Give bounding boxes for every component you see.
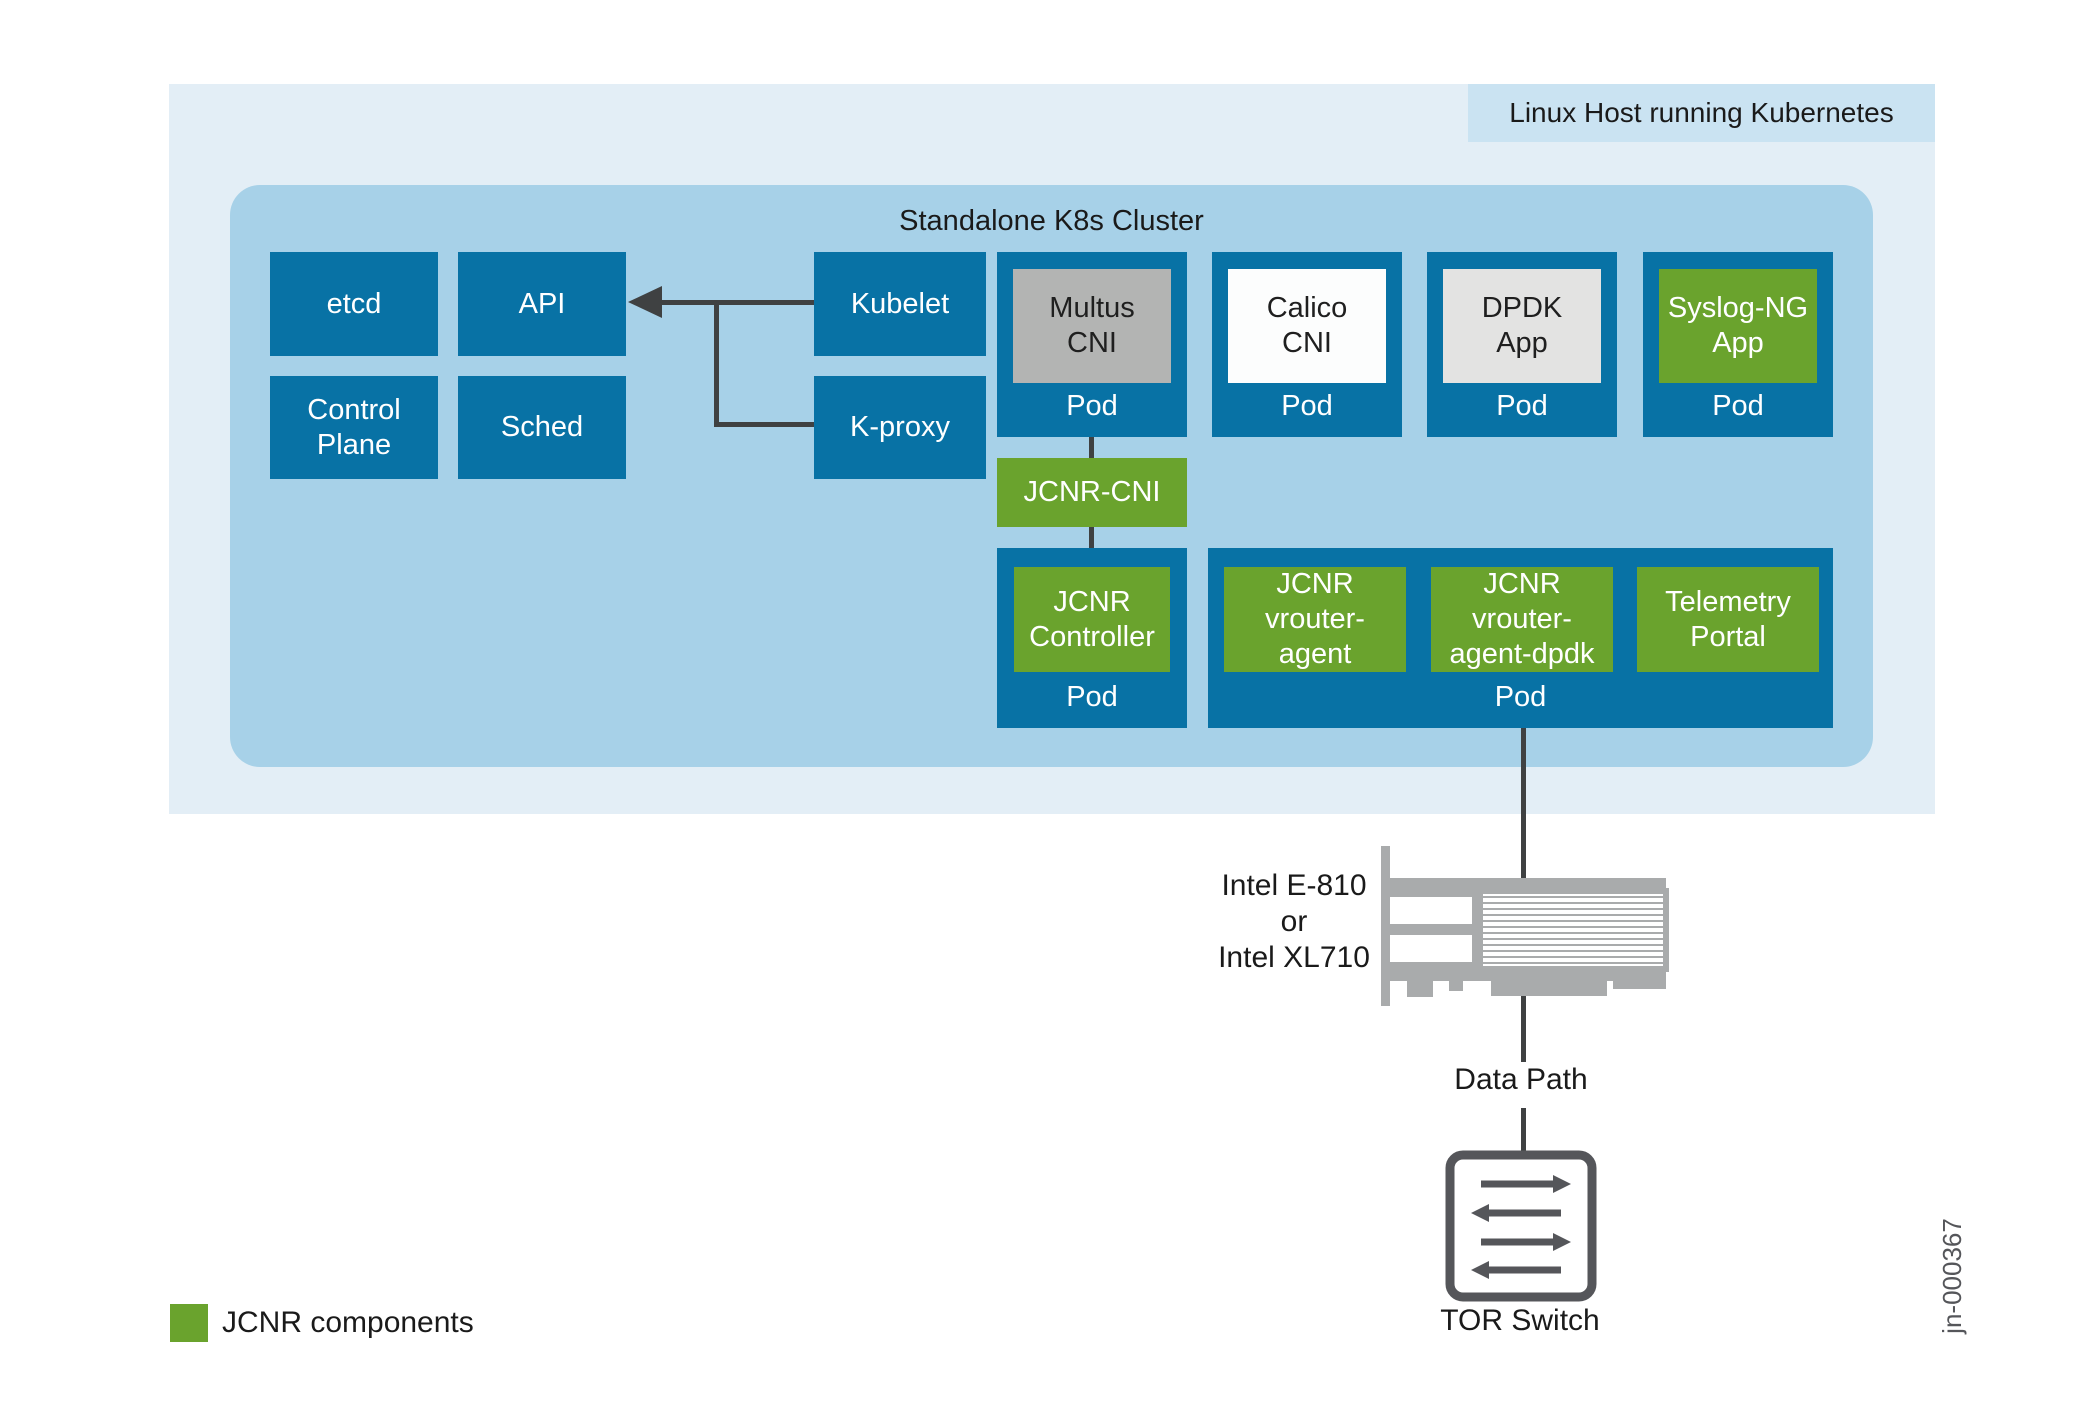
jcnr-controller-app: JCNR Controller	[1014, 567, 1170, 672]
linux-host-label: Linux Host running Kubernetes	[1468, 84, 1935, 142]
nic-label: Intel E-810 or Intel XL710	[1218, 869, 1370, 974]
legend-label: JCNR components	[222, 1306, 474, 1339]
figure-id: jn-000367	[1937, 1218, 1967, 1334]
pod-label: Pod	[1281, 390, 1333, 422]
pod-jcnr-controller: JCNR Controller Pod	[997, 548, 1187, 728]
jcnr-cni-box: JCNR-CNI	[997, 458, 1187, 527]
kproxy-box: K-proxy	[814, 376, 986, 479]
pod-label: Pod	[1712, 390, 1764, 422]
kubelet-box: Kubelet	[814, 252, 986, 356]
legend-swatch-jcnr	[170, 1304, 208, 1342]
jcnrcni-controller-line	[1089, 527, 1094, 548]
telemetry-portal-app: Telemetry Portal	[1637, 567, 1819, 672]
dpdk-app: DPDK App	[1443, 269, 1601, 383]
pod-calico: Calico CNI Pod	[1212, 252, 1402, 437]
pod-dpdk: DPDK App Pod	[1427, 252, 1617, 437]
control-plane-box: Control Plane	[270, 376, 438, 479]
calico-cni-app: Calico CNI	[1228, 269, 1386, 383]
cluster-title: Standalone K8s Cluster	[899, 205, 1204, 237]
pod-label: Pod	[1066, 390, 1118, 422]
multus-cni-app: Multus CNI	[1013, 269, 1171, 383]
kubelet-api-line	[660, 300, 814, 305]
pod-label: Pod	[1066, 681, 1118, 713]
data-path-label: Data Path	[1454, 1063, 1588, 1096]
pod-jcnr-vrouter: JCNR vrouter- agent JCNR vrouter- agent-…	[1208, 548, 1833, 728]
kproxy-junction-line	[714, 422, 814, 427]
api-box: API	[458, 252, 626, 356]
nic-card-icon	[1381, 846, 1669, 1006]
pod-label: Pod	[1494, 681, 1547, 713]
syslog-ng-app: Syslog-NG App	[1659, 269, 1817, 383]
jcnr-vrouter-agent-dpdk-app: JCNR vrouter- agent-dpdk	[1431, 567, 1613, 672]
etcd-box: etcd	[270, 252, 438, 356]
datapath-tor-line	[1521, 1108, 1526, 1156]
k8s-cluster-container: Standalone K8s Cluster etcd API Control …	[230, 185, 1873, 767]
pod-multus: Multus CNI Pod	[997, 252, 1187, 437]
api-arrowhead-icon	[628, 286, 662, 318]
linux-host-container: Linux Host running Kubernetes Standalone…	[169, 84, 1935, 814]
nic-datapath-line	[1521, 995, 1526, 1062]
pod-nic-line	[1521, 728, 1526, 880]
tor-switch-icon	[1445, 1150, 1597, 1302]
multus-jcnrcni-line	[1089, 437, 1094, 458]
pod-syslog: Syslog-NG App Pod	[1643, 252, 1833, 437]
junction-vertical-line	[714, 300, 719, 427]
tor-switch-label: TOR Switch	[1440, 1304, 1600, 1337]
pod-label: Pod	[1496, 390, 1548, 422]
sched-box: Sched	[458, 376, 626, 479]
jcnr-vrouter-agent-app: JCNR vrouter- agent	[1224, 567, 1406, 672]
